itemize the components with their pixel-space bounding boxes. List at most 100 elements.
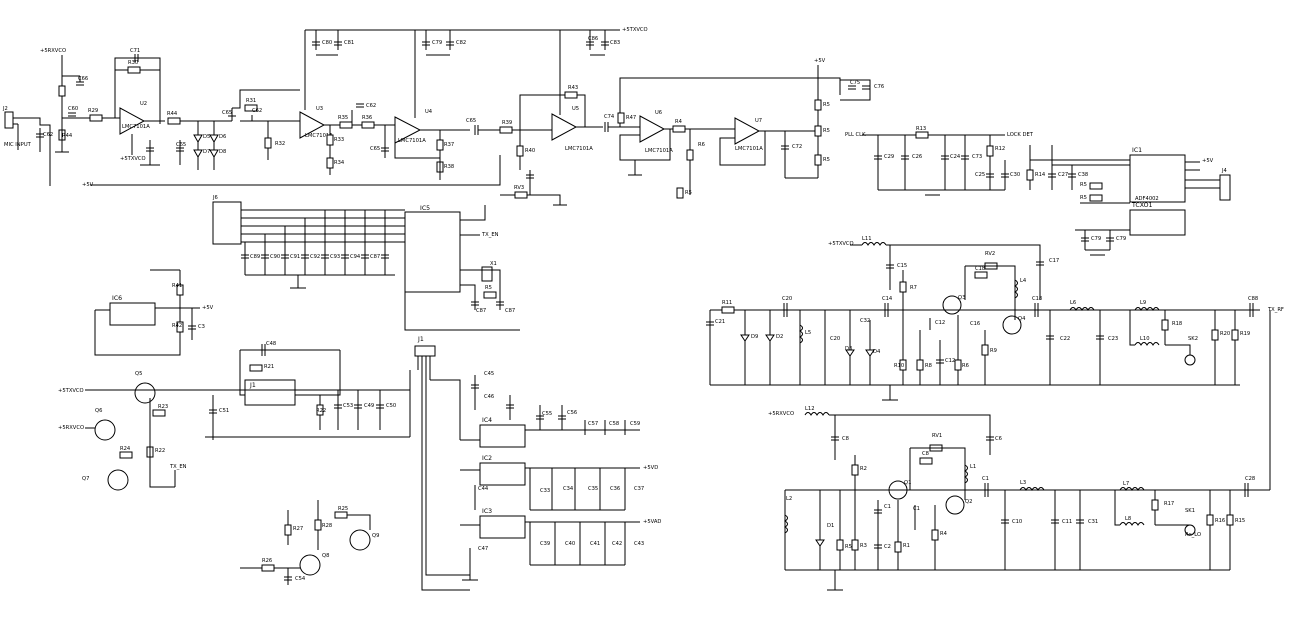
r43-label: R43 [568,85,578,91]
c32-label: C32 [860,318,870,324]
c56-label: C56 [567,410,577,416]
c53-label: C53 [343,403,353,409]
ic6-section: IC6 +5V R41 R42 C3 [94,269,214,356]
rx-vco-section: +5RXVCO L12 C8 C6 RV1 L1 C8 L2 D1 R5 R2 … [768,310,1271,590]
c89-label: C89 [250,254,260,260]
mic-input-section: J2 MIC INPUT +5RXVCO C66 C62 R44 C60 R29… [2,48,501,188]
u3-label: U3 [316,106,323,112]
supply-switch-section: C48 R21 J1 +5TXVCO Q5 Q6 +5RXVCO Q7 R23 … [58,341,411,491]
c60-label: C60 [68,106,78,112]
r6b-label: R6 [962,363,969,369]
c14-label: C14 [882,296,893,302]
u6-label: U6 [655,110,662,116]
r18-label: R18 [1172,321,1182,327]
opamp-u4 [394,116,422,144]
c3-label: C3 [198,324,205,330]
q7-tx-en-label: TX_EN [169,464,187,470]
d4-label: D4 [873,349,881,355]
chip-j3 [244,379,296,406]
r26-label: R26 [262,558,272,564]
c21-label: C21 [715,319,725,325]
ic6-label: IC6 [112,295,122,302]
c11-label: C11 [1062,519,1072,525]
u7-label: U7 [755,118,762,124]
c47-label: C47 [478,546,488,552]
r52-label: R22 [155,448,165,454]
d5-label: D5 [203,134,210,140]
q5-supply-label: +5TXVCO [58,388,84,394]
r14-label: R14 [1035,172,1046,178]
q6-supply-label: +5RXVCO [58,425,84,431]
r42-label: R42 [172,323,182,329]
c31-label: C31 [1088,519,1098,525]
c78-label: C79 [1091,236,1101,242]
c63-label: C65 [370,146,380,152]
c77-label: C79 [1116,236,1126,242]
l7-label: L7 [1123,481,1129,487]
c1-label: C1 [884,504,891,510]
c5-label: C1 [913,506,920,512]
c72-label: C72 [792,144,802,150]
r45-label: R5 [823,157,830,163]
c26-label: C26 [912,154,922,160]
c44-label: C44 [478,486,489,492]
c76-label: C76 [874,84,884,90]
c59-label: C59 [630,421,640,427]
c28-label: C28 [1245,476,1255,482]
c46-label: C46 [484,394,494,400]
opamp-u3 [299,111,326,139]
transistor-q7 [107,469,129,491]
c65-label: C65 [466,118,476,124]
c92-label: C92 [310,254,320,260]
r16-label: R16 [1215,518,1225,524]
d8-label: D8 [219,149,226,155]
r30-label: R30 [128,60,138,66]
r4-label: R4 [940,531,948,537]
u5-part-label: LMC7101A [565,146,593,152]
c8-label: C8 [842,436,849,442]
ic3-label: IC3 [482,508,492,515]
c7-label: C1 [982,476,989,482]
c2-label: C2 [884,544,891,550]
stage-u5: C86 C83 R43 U5 LMC7101A R40 RV3 C74 [500,30,640,205]
c33-label: C33 [540,488,550,494]
u7-supply-label: +5V [814,58,826,64]
opamp-u5 [551,113,578,141]
c29-label: C29 [884,154,894,160]
r39-label: R39 [502,120,512,126]
chip-ic1-adf4002 [1129,154,1186,203]
d3-label: D3 [845,346,852,352]
regulators-section: J1 C45 C46 IC4 C55 C56 C57 C58 C59 IC2 [414,336,661,591]
q6-label: Q6 [95,408,102,414]
p5vad-label: +5VAD [643,519,661,525]
j3-label: J1 [249,382,256,389]
c88-label: C88 [1248,296,1258,302]
c19-label: C18 [1032,296,1042,302]
chip-ic5 [404,211,461,293]
r27-label: R27 [293,526,303,532]
c66-label: C66 [78,76,88,82]
l1-label: L1 [970,464,976,470]
j1-label: J1 [417,336,424,343]
c61-label: C65 [222,110,232,116]
d7-label: D7 [203,149,210,155]
q8-q9-section: R27 R28 R25 Q9 Q8 R26 C54 [240,500,379,585]
r34-label: R34 [334,160,345,166]
connector-sk2 [1184,354,1196,366]
u2-supply-label: +5TXVCO [120,156,146,162]
r40-label: R40 [525,148,535,154]
c37-label: C37 [634,486,644,492]
chip-ic2 [479,462,526,486]
r53b-label: R5 [1080,195,1087,201]
c90-label: C90 [270,254,280,260]
r19-label: R19 [1240,331,1250,337]
q2-label: Q2 [965,499,972,505]
c48-label: C48 [266,341,276,347]
rv2-label: RV2 [985,251,995,257]
r48-label: R44 [62,133,73,139]
l11-label: L11 [862,236,872,242]
c49-label: C49 [364,403,374,409]
stage-u6-u7: R47 U6 LMC7101A R4 R6 R5 U7 LMC7101A C72… [617,58,884,199]
tcxo-label: TCXO1 [1131,202,1152,209]
c20-label: C20 [782,296,792,302]
